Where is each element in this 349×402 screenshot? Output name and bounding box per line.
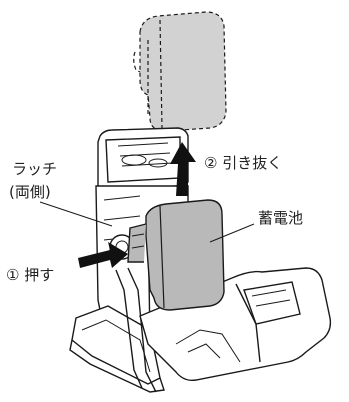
- latch-leader-line: [39, 201, 113, 227]
- latch-label: ラッチ: [12, 160, 58, 178]
- battery-label: 蓄電池: [258, 209, 304, 227]
- arrow-right-icon: [78, 242, 128, 268]
- step2-pull-out-label: ② 引き抜く: [204, 154, 283, 172]
- latch-both-sides-label: (両側): [9, 183, 51, 201]
- lower-housing: [139, 267, 332, 382]
- arrow-up-icon: [170, 142, 196, 196]
- removed-battery-ghost: [133, 11, 227, 132]
- battery-pack: [127, 199, 255, 311]
- tool-body: [69, 127, 189, 393]
- step1-push-label: ① 押す: [6, 266, 55, 284]
